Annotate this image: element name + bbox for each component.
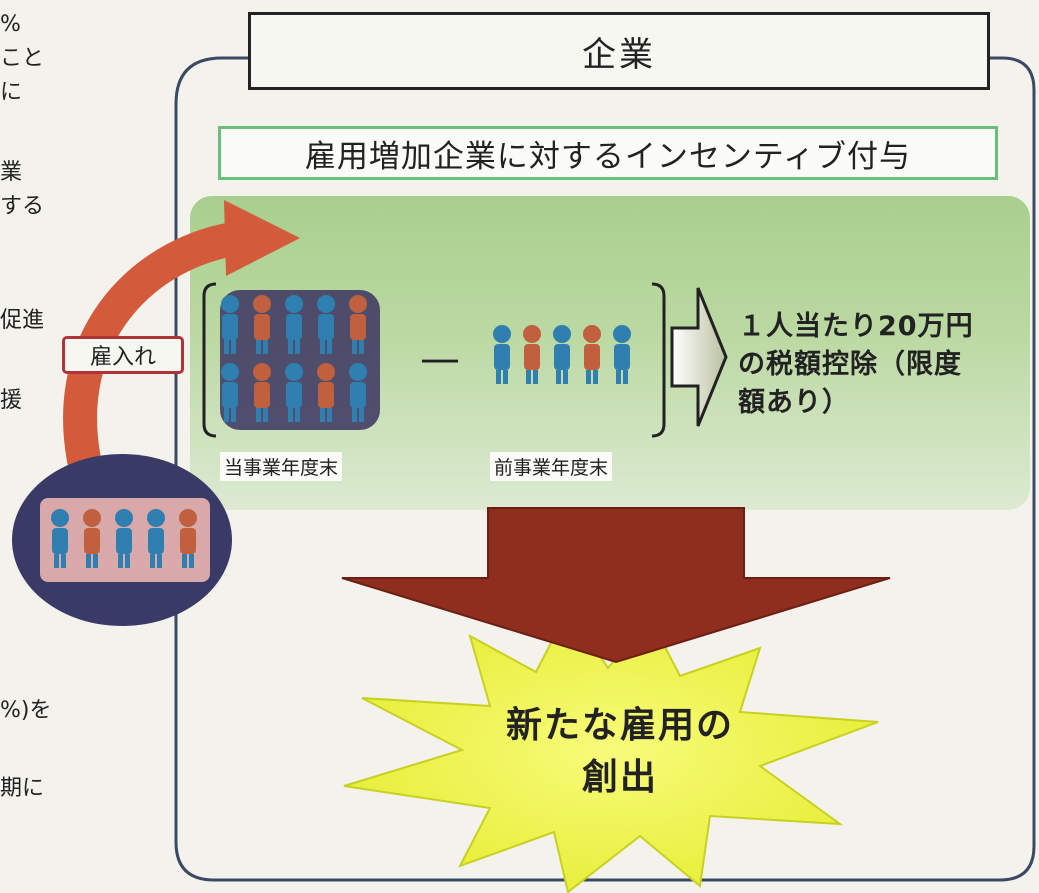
current-year-figures: [221, 295, 367, 422]
left-text-line-6: 促進: [0, 308, 45, 333]
job-creation-burst: [343, 610, 879, 893]
result-arrow: [670, 287, 728, 427]
incentive-subtitle: 雇用増加企業に対するインセンティブ付与: [218, 126, 998, 180]
left-text-line-7: 援: [0, 388, 23, 413]
tax-credit-result: １人当たり20万円 の税額控除（限度 額あり）: [738, 308, 974, 422]
hiring-label: 雇入れ: [62, 336, 184, 374]
minus-sign: —: [420, 336, 460, 382]
current-year-group: [202, 282, 380, 438]
tax-credit-line-2: の税額控除（限度: [738, 349, 962, 380]
enterprise-title: 企業: [248, 12, 990, 90]
down-arrow: [341, 507, 891, 664]
worker-pool: [12, 454, 232, 626]
left-text-line-8: %)を: [0, 698, 52, 723]
hiring-arrow: [63, 200, 300, 477]
current-year-label: 当事業年度末: [220, 452, 343, 481]
tax-credit-line-3: 額あり）: [738, 387, 850, 418]
previous-year-label: 前事業年度末: [490, 452, 613, 481]
previous-year-group: [493, 282, 666, 438]
job-creation-text: 新たな雇用の 創出: [440, 700, 800, 804]
left-text-line-4: 業: [0, 160, 23, 185]
worker-pool-figures: [51, 509, 197, 568]
left-text-line-5: する: [0, 194, 45, 219]
job-creation-line-1: 新たな雇用の: [505, 705, 734, 746]
left-text-line-3: に: [0, 80, 23, 105]
tax-credit-line-1: １人当たり20万円: [738, 311, 974, 342]
left-text-line-2: こと: [0, 46, 45, 71]
left-text-line-1: %: [0, 12, 21, 37]
previous-year-figures: [493, 325, 631, 384]
job-creation-line-2: 創出: [581, 757, 658, 798]
left-text-line-9: 期に: [0, 776, 45, 801]
